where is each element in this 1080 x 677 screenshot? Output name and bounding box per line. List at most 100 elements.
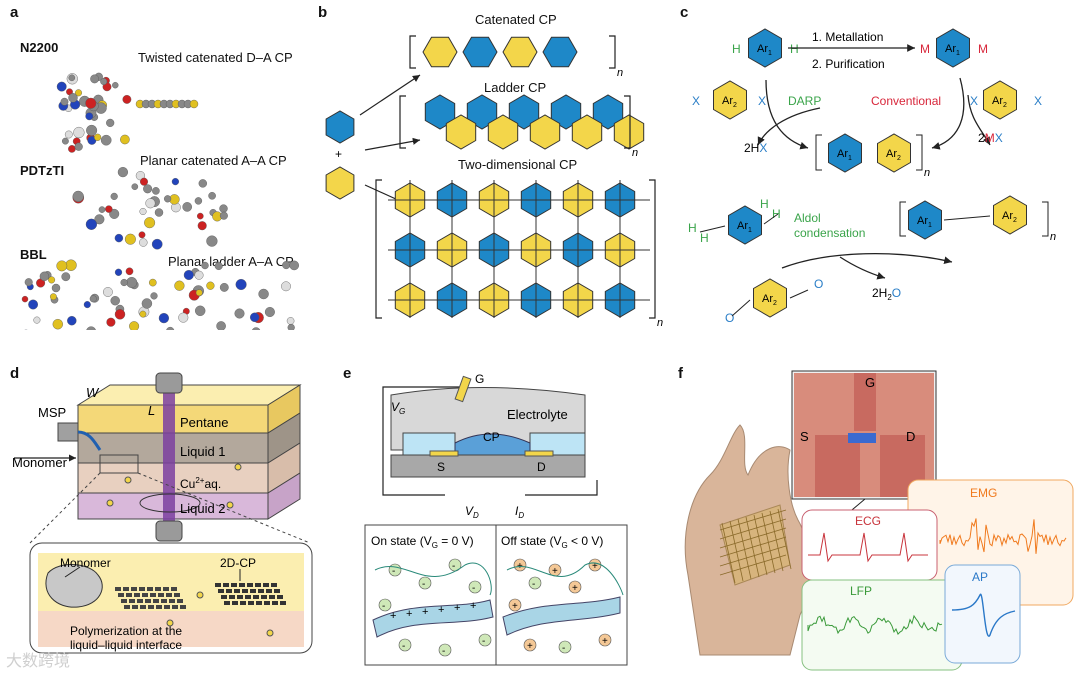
bracket-right xyxy=(916,134,923,171)
atom xyxy=(122,95,132,104)
cp-unit xyxy=(140,605,146,609)
x2-left: X xyxy=(970,94,978,108)
atom xyxy=(281,281,291,292)
ar-label: Ar2 xyxy=(886,148,901,162)
cp-unit xyxy=(240,601,246,605)
cu-label: Cu2+aq. xyxy=(180,476,221,491)
atom xyxy=(60,97,69,106)
ion xyxy=(523,638,537,652)
cp-unit xyxy=(261,595,267,599)
atom xyxy=(194,270,204,280)
atom xyxy=(94,214,105,225)
ladder-hexagon-bottom xyxy=(529,114,561,150)
atom xyxy=(139,177,148,186)
cp-unit xyxy=(169,599,175,603)
monomer-hexagon-yellow xyxy=(325,166,355,200)
lfp-label: LFP xyxy=(850,584,872,598)
micro-drain-label: D xyxy=(906,429,915,444)
atom xyxy=(286,317,295,325)
atom xyxy=(164,195,172,203)
mesh-line xyxy=(769,510,784,572)
panel-b-label: b xyxy=(318,4,328,21)
panel-a-label: a xyxy=(10,4,19,21)
cp-unit xyxy=(121,599,127,603)
molecule-bbl-caption: Planar ladder A–A CP xyxy=(168,254,294,269)
cp-unit xyxy=(234,589,240,593)
cp-unit xyxy=(280,601,286,605)
atom xyxy=(126,277,138,289)
ap-trace xyxy=(951,593,1016,637)
cp-unit xyxy=(242,589,248,593)
monomer-label: Monomer xyxy=(12,455,68,470)
monomer-hexagon-blue xyxy=(325,110,355,144)
atom xyxy=(85,218,98,230)
atom xyxy=(125,267,134,276)
atom xyxy=(206,281,215,290)
molecule-pdtzti-caption: Planar catenated A–A CP xyxy=(140,153,287,168)
repeat-n: n xyxy=(657,317,663,329)
ar-hexagon xyxy=(713,80,747,120)
cp-unit xyxy=(256,601,262,605)
mesh-line xyxy=(719,509,787,531)
ar-label: Ar1 xyxy=(945,43,960,57)
atom xyxy=(56,260,68,272)
atom xyxy=(214,262,223,271)
cp-unit xyxy=(155,587,161,591)
mesh-line xyxy=(719,536,787,558)
atom xyxy=(48,276,56,284)
cp-unit xyxy=(164,605,170,609)
atom xyxy=(158,313,170,324)
ar-hexagon xyxy=(828,133,862,173)
atom xyxy=(105,205,113,213)
panel-f-label: f xyxy=(678,365,683,382)
h-ch2-3: H xyxy=(760,197,769,211)
cp-unit xyxy=(253,595,259,599)
cp-unit xyxy=(232,601,238,605)
atom xyxy=(85,112,94,121)
backbone-charge: + xyxy=(438,604,444,616)
atom xyxy=(112,81,119,89)
ladder-hexagon-top xyxy=(466,94,498,130)
ion-sign: - xyxy=(392,566,395,577)
atom xyxy=(195,289,203,297)
ar-label: Ar2 xyxy=(992,95,1007,109)
cp-unit xyxy=(118,593,124,597)
cp-unit xyxy=(123,587,129,591)
repeat-n: n xyxy=(924,167,930,179)
cp-unit xyxy=(180,605,186,609)
bracket-left xyxy=(399,95,406,149)
atom xyxy=(83,301,91,309)
byproduct-water: 2H2O xyxy=(872,286,901,302)
ladder-hexagon-top xyxy=(550,94,582,130)
cp-unit xyxy=(274,589,280,593)
cp-unit xyxy=(245,595,251,599)
h-ch2-4: H xyxy=(772,207,781,221)
bio-recording-diagram: G S D ECG EMG LFP AP xyxy=(684,370,1074,671)
lfp-trace xyxy=(807,614,943,636)
ar-hexagon xyxy=(877,133,911,173)
cp-unit xyxy=(177,599,183,603)
atom xyxy=(61,272,71,282)
width-label: W xyxy=(86,385,100,400)
atom xyxy=(138,231,146,239)
atom xyxy=(98,206,106,213)
ion xyxy=(378,598,392,612)
molecule-pdtzti-name: PDTzTI xyxy=(20,163,65,178)
atom xyxy=(24,278,33,287)
cp-unit xyxy=(174,593,180,597)
atom xyxy=(86,326,96,330)
cp-unit xyxy=(158,593,164,597)
atom xyxy=(219,211,228,220)
h-left: H xyxy=(732,42,741,56)
emg-trace xyxy=(939,518,1067,554)
atom xyxy=(139,238,148,247)
atom xyxy=(117,167,129,178)
twod-title: Two-dimensional CP xyxy=(458,157,578,172)
on-state-label: On state (VG = 0 V) xyxy=(371,534,474,550)
ar-hexagon xyxy=(908,200,942,240)
cp-unit xyxy=(163,587,169,591)
bracket-left-2 xyxy=(899,201,906,237)
atom xyxy=(206,235,218,247)
molecule-n2200-caption: Twisted catenated D–A CP xyxy=(138,50,293,65)
